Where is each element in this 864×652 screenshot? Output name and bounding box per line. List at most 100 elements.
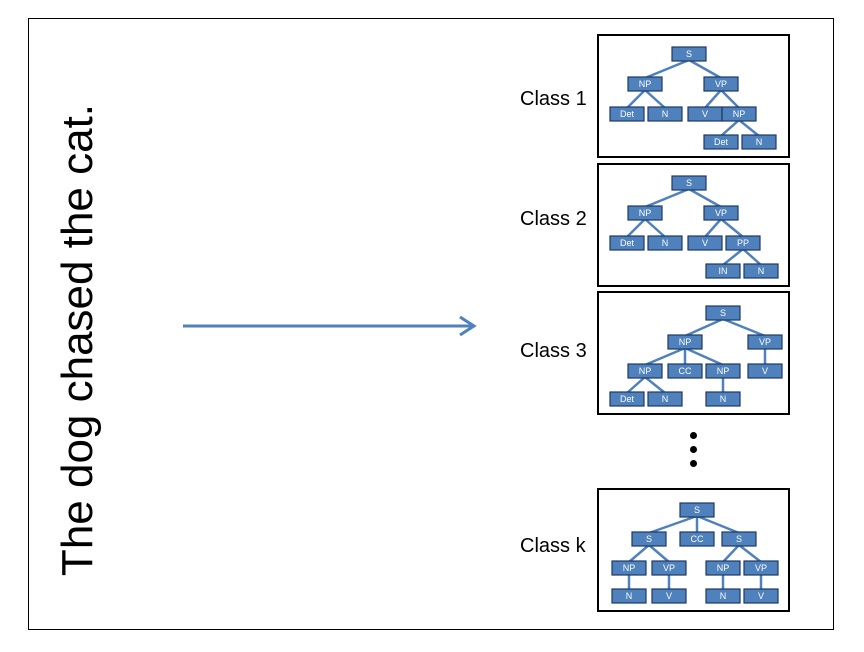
- figure-frame: [28, 18, 834, 630]
- svg-text:Det: Det: [620, 109, 635, 119]
- svg-text:N: N: [662, 109, 669, 119]
- svg-text:N: N: [662, 394, 669, 404]
- svg-text:V: V: [702, 109, 708, 119]
- tree-node-det: Det: [609, 391, 645, 407]
- tree-node-vp: VP: [651, 560, 687, 576]
- svg-text:IN: IN: [719, 266, 728, 276]
- tree-edge: [720, 119, 740, 137]
- svg-text:VP: VP: [663, 563, 675, 573]
- tree-node-s: S: [671, 46, 707, 62]
- svg-text:S: S: [646, 534, 652, 544]
- tree-node-pp: PP: [725, 235, 761, 251]
- svg-text:V: V: [762, 366, 768, 376]
- svg-text:S: S: [686, 178, 692, 188]
- svg-text:S: S: [686, 49, 692, 59]
- svg-text:V: V: [758, 591, 764, 601]
- svg-text:NP: NP: [639, 366, 652, 376]
- tree-edge: [722, 544, 740, 563]
- tree-node-vp: VP: [703, 76, 739, 92]
- tree-edge: [626, 89, 646, 109]
- tree-node-np: NP: [627, 363, 663, 379]
- svg-text:S: S: [720, 308, 726, 318]
- tree-edge: [628, 544, 650, 563]
- tree-edge: [684, 346, 724, 367]
- svg-text:N: N: [756, 137, 763, 147]
- tree-node-v: V: [651, 588, 687, 604]
- tree-node-det: Det: [609, 106, 645, 122]
- tree-node-np: NP: [627, 76, 663, 92]
- svg-text:N: N: [626, 591, 633, 601]
- tree-node-v: V: [687, 106, 723, 122]
- tree-edge: [696, 514, 740, 535]
- tree-edge: [720, 89, 740, 109]
- svg-text:VP: VP: [759, 337, 771, 347]
- tree-node-n: N: [647, 106, 683, 122]
- svg-text:NP: NP: [679, 337, 692, 347]
- tree-edge: [738, 119, 760, 137]
- svg-text:VP: VP: [715, 208, 727, 218]
- tree-node-np: NP: [667, 334, 703, 350]
- svg-text:CC: CC: [679, 366, 692, 376]
- tree-edge: [644, 89, 666, 109]
- tree-edge: [626, 376, 646, 394]
- svg-text:N: N: [720, 394, 727, 404]
- tree-edge: [648, 544, 670, 563]
- tree-edge: [688, 187, 722, 209]
- tree-edge: [704, 89, 722, 109]
- tree-node-cc: CC: [679, 531, 715, 547]
- tree-edge: [722, 317, 766, 338]
- class-label-1: Class 1: [520, 88, 587, 110]
- ellipsis-dots: [683, 432, 703, 474]
- class-label-3: Class 3: [520, 340, 587, 362]
- tree-node-s: S: [631, 531, 667, 547]
- tree-node-vp: VP: [703, 205, 739, 221]
- svg-text:NP: NP: [623, 563, 636, 573]
- svg-text:NP: NP: [717, 563, 730, 573]
- tree-edge: [644, 218, 666, 238]
- svg-text:N: N: [758, 266, 765, 276]
- svg-text:VP: VP: [755, 563, 767, 573]
- tree-node-n: N: [705, 391, 741, 407]
- tree-edge: [626, 218, 646, 238]
- tree-node-np: NP: [611, 560, 647, 576]
- tree-edge: [722, 248, 744, 266]
- tree-node-det: Det: [703, 134, 739, 150]
- tree-edge: [738, 544, 762, 563]
- tree-node-n: N: [705, 588, 741, 604]
- tree-node-np: NP: [721, 106, 757, 122]
- parse-tree-class-3: S NP VP NP CC NP V Det N N: [597, 291, 790, 415]
- tree-edge: [644, 346, 686, 367]
- svg-text:N: N: [720, 591, 727, 601]
- parse-tree-class-k: S S CC S NP VP NP VP N V N V: [597, 488, 790, 612]
- tree-edge: [644, 187, 690, 209]
- tree-node-s: S: [671, 175, 707, 191]
- class-label-k: Class k: [520, 535, 586, 557]
- tree-edge: [648, 514, 698, 535]
- svg-text:PP: PP: [737, 238, 749, 248]
- tree-node-np: NP: [705, 560, 741, 576]
- svg-text:S: S: [736, 534, 742, 544]
- tree-node-np: NP: [705, 363, 741, 379]
- svg-text:NP: NP: [717, 366, 730, 376]
- svg-text:Det: Det: [620, 394, 635, 404]
- svg-text:S: S: [694, 505, 700, 515]
- tree-node-det: Det: [609, 235, 645, 251]
- tree-node-n: N: [647, 235, 683, 251]
- svg-text:Det: Det: [714, 137, 729, 147]
- tree-node-v: V: [747, 363, 783, 379]
- tree-edge: [644, 376, 666, 394]
- tree-node-cc: CC: [667, 363, 703, 379]
- tree-edge: [704, 218, 722, 238]
- svg-text:Det: Det: [620, 238, 635, 248]
- tree-node-vp: VP: [747, 334, 783, 350]
- svg-text:VP: VP: [715, 79, 727, 89]
- tree-node-np: NP: [627, 205, 663, 221]
- svg-text:NP: NP: [639, 79, 652, 89]
- svg-text:NP: NP: [639, 208, 652, 218]
- tree-node-s: S: [679, 502, 715, 518]
- svg-text:CC: CC: [691, 534, 704, 544]
- tree-edge: [684, 317, 724, 338]
